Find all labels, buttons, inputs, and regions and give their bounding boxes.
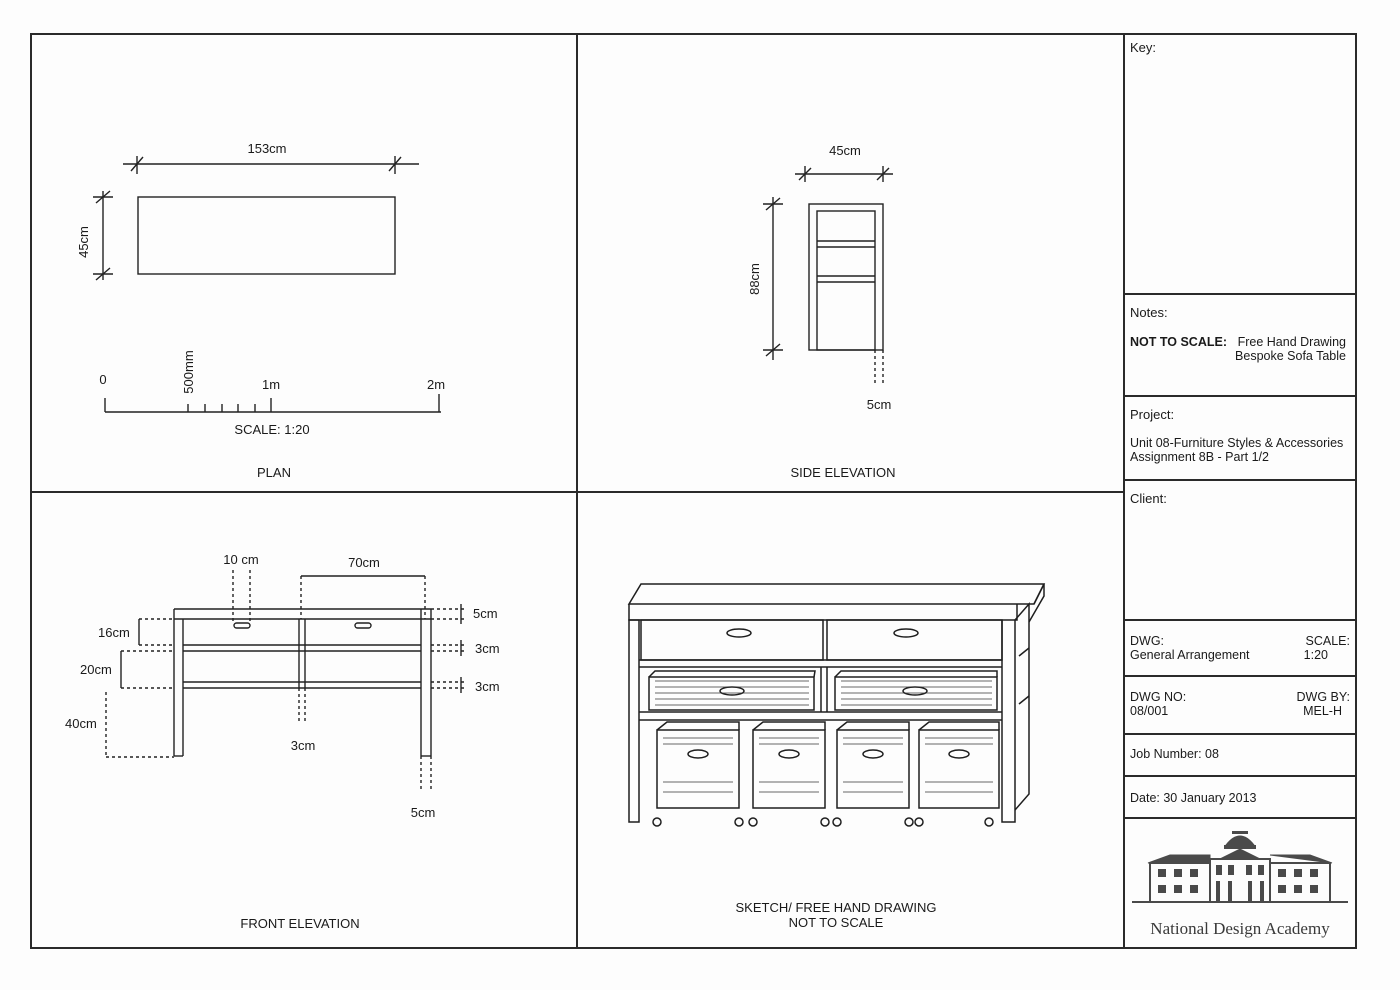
title-block: Key: Notes: NOT TO SCALE: Free Hand Draw… — [1124, 34, 1356, 948]
front-elevation-panel: 10 cm 70cm 5cm 3cm 3cm 16cm 20cm 40cm 3c… — [65, 552, 500, 931]
dwg-no-section: DWG NO: 08/001 DWG BY: MEL-H — [1124, 675, 1356, 733]
key-label: Key: — [1130, 40, 1157, 55]
sketch-title-line2: NOT TO SCALE — [789, 915, 884, 930]
client-label: Client: — [1130, 491, 1167, 506]
plan-width-dim: 45cm — [76, 226, 91, 258]
academy-logo-icon — [1132, 831, 1348, 903]
notes-line2: Bespoke Sofa Table — [1235, 349, 1346, 363]
front-shelf2-dim: 3cm — [475, 679, 500, 694]
date: Date: 30 January 2013 — [1130, 791, 1257, 805]
sketch-panel: SKETCH/ FREE HAND DRAWING NOT TO SCALE — [627, 583, 1046, 930]
notes-label: Notes: — [1130, 305, 1168, 320]
side-elevation-panel: 45cm 88cm 5cm SIDE ELEVATION — [747, 143, 896, 480]
dwg-by-value: MEL-H — [1303, 704, 1342, 718]
plan-title: PLAN — [257, 465, 291, 480]
side-depth-dim: 45cm — [829, 143, 861, 158]
side-elevation-title: SIDE ELEVATION — [791, 465, 896, 480]
side-height-dim: 88cm — [747, 263, 762, 295]
project-line2: Assignment 8B - Part 1/2 — [1130, 450, 1269, 464]
front-top-dim: 5cm — [473, 606, 498, 621]
plan-panel: 153cm 45cm 0 500mm 1m 2m SCALE: 1:20 PLA… — [76, 141, 445, 480]
scale-two: 2m — [427, 377, 445, 392]
project-section: Project: Unit 08-Furniture Styles & Acce… — [1124, 395, 1356, 479]
front-divider-dim: 3cm — [291, 738, 316, 753]
front-drawer-height-dim: 16cm — [98, 625, 130, 640]
front-drawer-width-dim: 70cm — [348, 555, 380, 570]
scale-block-value: 1:20 — [1303, 648, 1328, 662]
dwg-no-value: 08/001 — [1130, 704, 1169, 718]
front-elevation-title: FRONT ELEVATION — [240, 916, 359, 931]
front-leg-dim: 5cm — [411, 805, 436, 820]
job-number-section: Job Number: 08 — [1124, 733, 1356, 775]
scale-label: SCALE: 1:20 — [234, 422, 309, 437]
side-frame-outline — [808, 203, 884, 351]
front-leg-clear-dim: 40cm — [65, 716, 97, 731]
dwg-value: General Arrangement — [1130, 648, 1250, 662]
plan-table-outline — [137, 196, 396, 275]
dwg-no-label: DWG NO: — [1130, 690, 1187, 704]
front-shelf1-dim: 3cm — [475, 641, 500, 656]
dwg-label: DWG: — [1130, 634, 1165, 648]
client-section: Client: — [1124, 479, 1356, 619]
dwg-section: DWG: General Arrangement SCALE: 1:20 — [1124, 619, 1356, 675]
scale-zero: 0 — [99, 372, 106, 387]
plan-length-dim: 153cm — [247, 141, 286, 156]
dwg-by-label: DWG BY: — [1296, 690, 1350, 704]
scale-block-label: SCALE: — [1305, 634, 1350, 648]
front-handle-gap-dim: 10 cm — [223, 552, 258, 567]
sketch-title-line1: SKETCH/ FREE HAND DRAWING — [735, 900, 936, 915]
project-label: Project: — [1130, 407, 1175, 422]
side-leg-dim: 5cm — [867, 397, 892, 412]
notes-line1: Free Hand Drawing — [1237, 335, 1346, 349]
date-section: Date: 30 January 2013 — [1124, 775, 1356, 817]
front-gap-dim: 20cm — [80, 662, 112, 677]
project-line1: Unit 08-Furniture Styles & Accessories — [1130, 436, 1344, 450]
logo-section — [1124, 817, 1356, 948]
notes-bold: NOT TO SCALE: — [1130, 335, 1227, 349]
job-number: Job Number: 08 — [1130, 747, 1219, 761]
academy-logo-text: National Design Academy — [1150, 919, 1330, 938]
scale-one: 1m — [262, 377, 280, 392]
scale-half: 500mm — [181, 350, 196, 393]
notes-section: Notes: NOT TO SCALE: Free Hand Drawing B… — [1124, 293, 1356, 395]
